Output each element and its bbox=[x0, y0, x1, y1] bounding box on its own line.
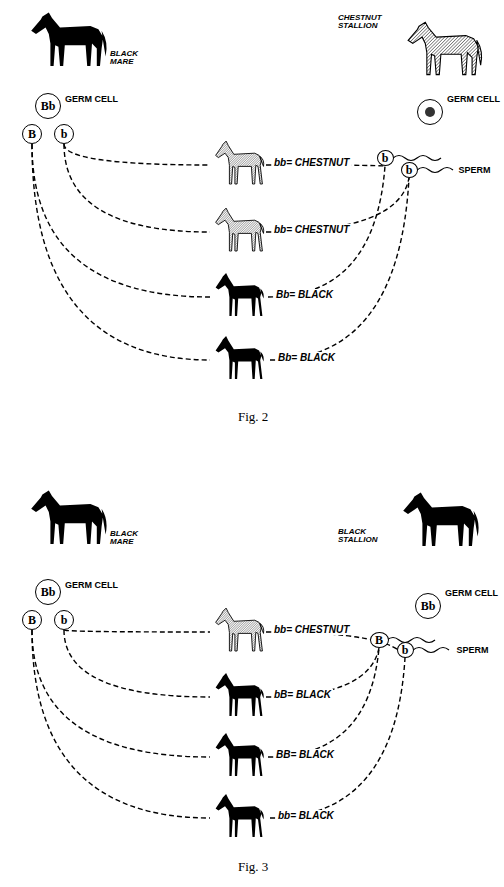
egg-cell: b bbox=[54, 610, 74, 630]
genotype-label: bB= BLACK bbox=[272, 689, 333, 700]
inheritance-line bbox=[32, 630, 405, 818]
cell-label: B bbox=[28, 614, 36, 626]
cell-label: GERM CELL bbox=[65, 95, 118, 104]
germ-cell: BbGERM CELL bbox=[415, 593, 441, 619]
black-foal bbox=[216, 273, 264, 316]
horse-label: CHESTNUT STALLION bbox=[338, 14, 400, 31]
cell-label: Bb bbox=[41, 586, 56, 598]
chestnut-stallion bbox=[408, 22, 482, 74]
inheritance-line bbox=[32, 630, 379, 757]
black-mare bbox=[31, 490, 106, 544]
cell-label: SPERM bbox=[459, 166, 491, 175]
egg-cell: B bbox=[22, 124, 42, 144]
black-foal bbox=[216, 336, 264, 379]
black-foal bbox=[216, 673, 264, 716]
chestnut-foal bbox=[216, 608, 264, 651]
cell-label: GERM CELL bbox=[65, 581, 118, 590]
egg-cell: b bbox=[54, 124, 74, 144]
horse-label: BLACK MARE bbox=[110, 530, 146, 547]
germ-cell: BbGERM CELL bbox=[35, 93, 61, 119]
sperm-cell: bSPERM bbox=[401, 162, 418, 178]
germ-cell: BbGERM CELL bbox=[35, 579, 61, 605]
inheritance-line bbox=[64, 630, 379, 697]
cell-label: b bbox=[61, 128, 68, 140]
cell-label: b bbox=[382, 152, 389, 164]
horse-label: BLACK MARE bbox=[110, 50, 146, 67]
inheritance-line bbox=[32, 144, 409, 360]
black-mare bbox=[31, 12, 106, 66]
cell-label: Bb bbox=[41, 100, 56, 112]
inheritance-line bbox=[64, 630, 405, 658]
chestnut-foal bbox=[216, 208, 264, 251]
cell-label: B bbox=[375, 634, 383, 646]
genotype-label: Bb= BLACK bbox=[274, 289, 335, 300]
inheritance-line bbox=[32, 144, 385, 297]
genotype-label: bb= BLACK bbox=[276, 810, 336, 821]
sperm-cell: b bbox=[377, 150, 394, 166]
sperm-tails bbox=[387, 156, 453, 653]
genotype-label: bb= CHESTNUT bbox=[272, 224, 351, 235]
cell-label: b bbox=[406, 164, 413, 176]
figure-caption: Fig. 2 bbox=[238, 410, 268, 424]
inheritance-line bbox=[64, 144, 409, 232]
black-stallion bbox=[403, 492, 478, 546]
horse-label: BLACK STALLION bbox=[338, 528, 394, 545]
genotype-label: Bb= BLACK bbox=[276, 352, 337, 363]
sperm-cell: bSPERM bbox=[397, 642, 414, 658]
black-foal bbox=[216, 794, 264, 837]
cell-label: b bbox=[402, 644, 409, 656]
cell-label: GERM CELL bbox=[445, 589, 498, 598]
genotype-label: bb= CHESTNUT bbox=[272, 157, 351, 168]
germ-cell: GERM CELL bbox=[417, 99, 443, 125]
genotype-label: BB= BLACK bbox=[274, 749, 336, 760]
genotype-label: bb= CHESTNUT bbox=[272, 624, 351, 635]
cell-label: B bbox=[28, 128, 36, 140]
egg-cell: B bbox=[22, 610, 42, 630]
figure-caption: Fig. 3 bbox=[238, 860, 268, 874]
black-foal bbox=[216, 733, 264, 776]
nucleus bbox=[425, 107, 435, 117]
chestnut-foal bbox=[216, 141, 264, 184]
cell-label: Bb bbox=[421, 600, 436, 612]
cell-label: b bbox=[61, 614, 68, 626]
cell-label: GERM CELL bbox=[447, 95, 500, 104]
sperm-cell: B bbox=[370, 632, 389, 648]
cell-label: SPERM bbox=[457, 646, 489, 655]
